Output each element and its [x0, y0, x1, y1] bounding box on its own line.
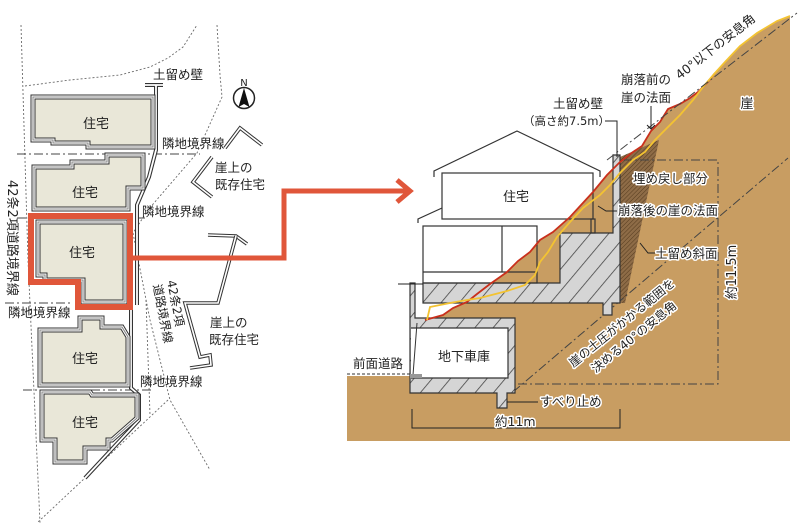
callout-arrow [130, 178, 414, 261]
garage-door-line [412, 322, 418, 376]
plan-house-label: 住宅 [72, 416, 98, 431]
existing-house-label-line1: 崖上の [215, 160, 253, 175]
existing-house-label-line2: 既存住宅 [209, 332, 259, 347]
backfill-label: 埋め戻し部分 [633, 171, 708, 186]
garage-interior [411, 328, 508, 378]
inner-boundary-line [145, 299, 151, 416]
height-dimension-label: 約11.5m [725, 245, 740, 300]
house-upper-floor [441, 172, 594, 220]
existing-house-outline-gap-line [183, 235, 237, 369]
front-road-label: 前面道路 [353, 356, 404, 371]
compass-north-label: N [240, 78, 247, 89]
garage-interior-outline [411, 327, 509, 379]
existing-house-outline-gap-line [224, 126, 263, 149]
arrow-right-icon [395, 178, 414, 204]
compass-needle [238, 88, 250, 107]
garage-threshold [410, 374, 422, 378]
neighbor-boundary-label: 隣地境界線 [140, 374, 203, 389]
house-lower-floor [422, 225, 538, 284]
slope-before-label-line2: 崖の法面 [621, 90, 671, 105]
existing-house-label-line2: 既存住宅 [215, 177, 265, 192]
width-dimension-line [411, 409, 621, 429]
retaining-slope-leader [639, 242, 655, 254]
house-roof [433, 130, 601, 177]
plan-house-center-line [39, 317, 129, 386]
neighbor-boundary-label: 隣地境界線 [142, 204, 205, 219]
foundation-structure [422, 154, 621, 316]
plan-house-label: 住宅 [69, 246, 95, 261]
plan-house-center-line [32, 96, 154, 148]
slope-after-leader [597, 205, 617, 212]
width-dimension-label: 約11m [495, 414, 536, 429]
earth-pressure-range-box [515, 159, 719, 385]
retaining-wall-label-line1: 土留め壁 [553, 96, 603, 111]
plan-retaining-wall-label: 土留め壁 [153, 67, 203, 82]
neighbor-boundary-label: 隣地境界線 [8, 305, 71, 320]
site-boundary-top [24, 24, 198, 87]
existing-house-label-line1: 崖上の [210, 315, 248, 330]
road-boundary-line-right [132, 232, 211, 471]
callout-arrow-shaft [130, 188, 408, 261]
garage-label: 地下車庫 [438, 350, 490, 365]
retaining-wall-label-line2: （高さ約7.5m） [523, 114, 610, 128]
section-house [417, 130, 601, 284]
anti-slip-label: すべり止め [540, 394, 602, 409]
plan-house-center-line [33, 154, 144, 210]
retaining-slope-label: 土留め斜面 [655, 246, 718, 261]
backfill-area [620, 140, 659, 303]
house-pent-roof [417, 207, 443, 223]
repose-angle-line-upper [606, 12, 798, 161]
cliff-label: 崖 [740, 97, 753, 112]
highlight-frame [28, 213, 133, 310]
house-post [590, 218, 596, 234]
plan-house-label: 住宅 [72, 352, 98, 367]
section-house-label: 住宅 [503, 190, 529, 205]
slope-before-leader-tick [646, 124, 656, 130]
neighbor-boundary-label: 隣地境界線 [162, 136, 225, 151]
slope-after-label: 崩落後の崖の法面 [618, 203, 718, 218]
road-boundary-label-left: 42条2項道路境界線 [4, 180, 20, 296]
existing-house-outline-gap-line [191, 156, 213, 198]
slope-after-collapse-line [426, 15, 791, 321]
plan-house-label: 住宅 [83, 117, 109, 132]
retaining-wall-leader [605, 120, 618, 157]
slope-before-label-line1: 崩落前の [621, 72, 671, 87]
cross-section: 住宅 地下車庫 崖 40°以下の安息角 崩落前の 崖の法面 土留め壁 （高さ約7… [347, 9, 798, 441]
cliff-boundary-line [132, 24, 223, 234]
plan-house-center-line [41, 391, 138, 463]
north-arrow-icon: N [232, 78, 256, 110]
plan-house-highlighted-center-line [37, 221, 126, 303]
site-plan: 住宅 住宅 住宅 住宅 住宅 N 土留め壁 隣地境界線 隣地境界線 隣地境界線 … [4, 24, 265, 524]
plan-house-label: 住宅 [72, 186, 98, 201]
